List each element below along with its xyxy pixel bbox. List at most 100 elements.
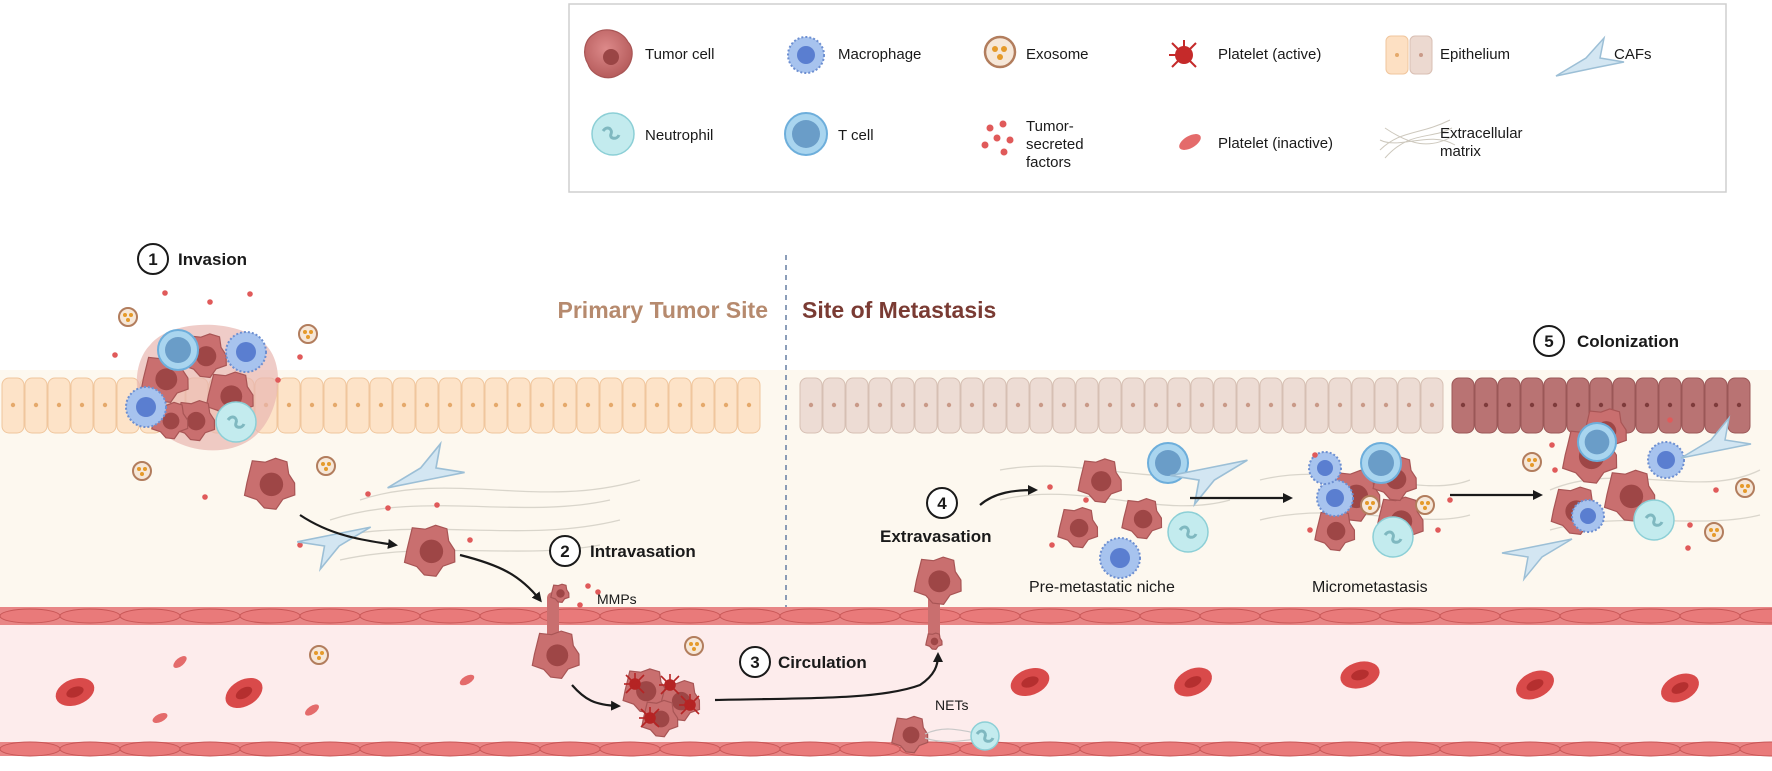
exosome-body — [118, 307, 138, 327]
endothelial-cell — [119, 741, 181, 757]
legend-label-tumor-secreted-factors-line2: secreted — [1026, 136, 1084, 153]
tumor-cell-nucleus — [155, 368, 178, 391]
endothelial-cell — [239, 741, 301, 757]
tumor-cell — [1077, 458, 1122, 504]
platelet-active-process — [660, 684, 671, 695]
tumor-cell — [925, 632, 943, 651]
endothelial-cell — [719, 608, 781, 624]
tumor-secreted-factor — [1049, 542, 1055, 548]
tumor-secreted-factor — [467, 537, 473, 543]
legend-box — [568, 3, 1727, 193]
epithelial-cell-nucleus — [631, 402, 637, 408]
tumor-secreted-factor — [112, 352, 118, 358]
epithelial-cell-nucleus — [677, 402, 683, 408]
epithelial-cell-colonized-nucleus — [1552, 402, 1558, 408]
legend-label-cafs: CAFs — [1614, 46, 1652, 63]
legend-epithelium-icon — [1385, 35, 1433, 75]
epithelial-cell-colonized-nucleus — [1598, 402, 1604, 408]
exosome-cargo — [1743, 489, 1747, 493]
exosome-cargo — [140, 472, 144, 476]
exosome-body — [309, 645, 329, 665]
epithelial-cell-nucleus — [1176, 402, 1182, 408]
tumor-cell-nucleus — [546, 644, 569, 667]
epithelial-cell-nucleus — [1360, 402, 1366, 408]
macrophage — [1647, 441, 1685, 479]
epithelial-cell-nucleus — [470, 402, 476, 408]
exosome-cargo — [324, 467, 328, 471]
epithelial-cell-colonized-nucleus — [1483, 402, 1489, 408]
epithelial-cell-nucleus — [746, 402, 752, 408]
t-cell-nucleus — [165, 337, 191, 363]
tumor-secreted-factor — [1047, 484, 1053, 490]
exosome-cargo — [1426, 501, 1430, 505]
epithelial-cell-nucleus — [10, 402, 16, 408]
platelet-active-process — [649, 717, 660, 728]
arrow-invasion-2 — [459, 553, 542, 603]
exosome-cargo — [320, 651, 324, 655]
endothelial-cell — [1619, 741, 1681, 757]
annotation-micrometastasis: Micrometastasis — [1312, 579, 1428, 596]
tumor-cell-nucleus — [1326, 521, 1346, 541]
exosome-cargo — [1423, 506, 1427, 510]
epithelial-cell-nucleus — [401, 402, 407, 408]
legend-platelet-inactive-icon — [1179, 134, 1201, 150]
tumor-cell-nucleus — [1069, 518, 1089, 538]
tumor-cell — [913, 556, 962, 606]
exosome-body — [1735, 478, 1755, 498]
tumor-cell-nucleus — [186, 411, 206, 431]
tumor-secreted-factor — [1549, 442, 1555, 448]
exosome-body — [684, 636, 704, 656]
t-cell — [1147, 442, 1189, 484]
exosome-cargo — [143, 467, 147, 471]
macrophage-nucleus — [1657, 451, 1675, 469]
platelet-active-process — [640, 717, 651, 728]
endothelial-cell — [0, 741, 61, 757]
t-cell — [157, 329, 199, 371]
legend-label-tumor-secreted-factors-line1: Tumor- — [1026, 118, 1074, 135]
macrophage-nucleus — [236, 342, 256, 362]
endothelial-cell — [1019, 741, 1081, 757]
endothelial-cell — [479, 741, 541, 757]
epithelial-cell-nucleus — [1268, 402, 1274, 408]
platelet-active-process — [634, 683, 645, 694]
exosome-cargo — [695, 642, 699, 646]
step-invasion: 1 Invasion — [137, 243, 247, 275]
epithelial-cell-nucleus — [309, 402, 315, 408]
caf — [1170, 459, 1248, 508]
step-label-intravasation: Intravasation — [590, 542, 696, 561]
epithelial-cell-nucleus — [1291, 402, 1297, 408]
endothelial-cell — [659, 741, 721, 757]
endothelial-cell — [779, 608, 841, 624]
macrophage-nucleus — [1317, 460, 1333, 476]
exosome-cargo — [126, 318, 130, 322]
t-cell-nucleus — [1155, 450, 1181, 476]
t-cell — [1577, 422, 1617, 462]
platelet-active-process — [669, 675, 680, 686]
tumor-cell — [550, 583, 570, 604]
legend-label-tumor-secreted-factors-line3: factors — [1026, 154, 1071, 171]
legend-extracellular-matrix-icon — [1379, 119, 1456, 159]
epithelial-cell-nucleus — [1337, 402, 1343, 408]
legend-label-platelet-active: Platelet (active) — [1218, 46, 1321, 63]
macrophage-nucleus — [1326, 489, 1344, 507]
tumor-secreted-factor — [595, 589, 601, 595]
neutrophil — [970, 721, 1000, 751]
epithelial-cell-nucleus — [79, 402, 85, 408]
legend-label-neutrophil: Neutrophil — [645, 127, 713, 144]
red-blood-cell — [1010, 667, 1050, 697]
red-blood-cell — [1516, 670, 1554, 700]
exosome-cargo — [1365, 501, 1369, 505]
epithelial-cell-colonized-nucleus — [1667, 402, 1673, 408]
platelet-active — [659, 674, 680, 695]
step-intravasation: 2 Intravasation — [549, 535, 696, 567]
epithelial-cell-nucleus — [877, 402, 883, 408]
tumor-secreted-factor — [275, 377, 281, 383]
exosome-cargo — [1740, 484, 1744, 488]
endothelial-cell — [1679, 608, 1741, 624]
endothelial-cell — [59, 608, 121, 624]
epithelial-cell-colonized-nucleus — [1644, 402, 1650, 408]
step-label-colonization: Colonization — [1577, 332, 1679, 351]
tumor-secreted-factor — [1083, 497, 1089, 503]
epithelial-cell-nucleus — [539, 402, 545, 408]
